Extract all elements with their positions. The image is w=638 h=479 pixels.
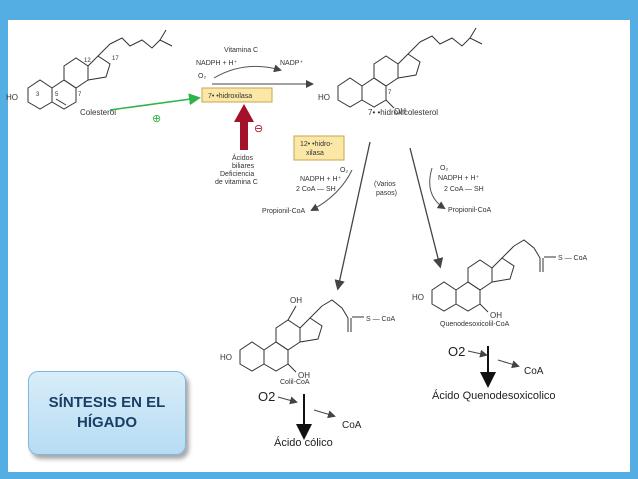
inhibitor-line-2: biliares (232, 163, 255, 170)
right-propionil: Propionil-CoA (448, 207, 492, 214)
enzyme-12-box (293, 135, 345, 161)
minus-sign: ⊖ (254, 123, 263, 135)
inhibitor-line-4: de vitamina C (215, 179, 258, 186)
quenodesoxicolil-structure (431, 239, 556, 313)
hydroxy-ring-7: 7 (388, 90, 392, 96)
hydroxycholesterol-label: 7• •hidroxicolesterol (368, 108, 438, 117)
left-propionil: Propionil-CoA (262, 208, 306, 215)
right-side-arrow (429, 167, 446, 210)
cholesterol-label: Colesterol (80, 108, 116, 117)
right-coa-plain: CoA (524, 366, 544, 377)
red-arrow-head (234, 104, 254, 122)
red-arrow-shaft (240, 122, 248, 150)
green-activation-arrow (109, 93, 201, 111)
right-o2: O₂ (440, 165, 448, 172)
left-o2-arrow (277, 396, 298, 405)
left-coa-plain: CoA (342, 420, 362, 431)
queno-oh: OH (490, 311, 502, 320)
left-o2: O₂ (340, 167, 348, 174)
colil-coa-group: S — CoA (366, 316, 396, 323)
acido-quenodesoxicolico-label: Ácido Quenodesoxicolico (432, 390, 556, 402)
plus-sign: ⊕ (152, 113, 161, 125)
colil-structure (239, 299, 364, 373)
ring-number-3: 3 (36, 92, 40, 98)
colil-oh-top: OH (290, 296, 302, 305)
colil-oh-bottom: OH (298, 371, 310, 380)
hydroxycholesterol-structure (337, 27, 483, 109)
enzyme-7-box (201, 87, 273, 103)
vitamin-c-label: Vitamina C (224, 47, 258, 54)
inhibitor-line-1: Ácidos (232, 153, 254, 162)
colil-ho: HO (220, 353, 232, 362)
hydroxy-oh: OH (394, 107, 406, 116)
right-nadph: NADPH + H⁺ (438, 175, 480, 182)
cholesterol-ho: HO (6, 93, 18, 102)
left-coa-arrow (313, 409, 336, 419)
nadp-label: NADP⁺ (280, 60, 303, 67)
ring-number-17: 17 (112, 56, 119, 62)
queno-ho: HO (412, 293, 424, 302)
quenodesoxicolil-label: Quenodesoxicolil-CoA (440, 321, 510, 328)
queno-coa-group: S — CoA (558, 255, 588, 262)
acido-colico-label: Ácido cólico (274, 437, 333, 449)
ring-number-5: 5 (55, 92, 59, 98)
right-coa-arrow (497, 359, 520, 369)
title-box: SÍNTESIS EN EL HÍGADO (28, 371, 186, 455)
ring-number-7: 7 (78, 92, 82, 98)
slide-title: SÍNTESIS EN EL HÍGADO (48, 394, 166, 431)
o2-top-label: O₂ (198, 73, 206, 80)
left-coa: 2 CoA — SH (296, 186, 336, 193)
right-o2-plain: O2 (448, 344, 465, 359)
hydroxy-ho: HO (318, 93, 330, 102)
left-main-arrow (334, 141, 371, 291)
enzyme-12-line-1: 12• •hidro- (300, 141, 333, 148)
varios-2: pasos) (376, 190, 397, 197)
right-o2-arrow (467, 349, 488, 358)
right-main-arrow (409, 147, 444, 269)
left-side-arrow (310, 169, 353, 211)
inhibitor-line-3: Deficiencia (220, 171, 254, 178)
right-coa: 2 CoA — SH (444, 186, 484, 193)
nadph-curve-arrow (213, 64, 282, 79)
nadph-label: NADPH + H⁺ (196, 60, 238, 67)
cholesterol-structure (27, 29, 173, 110)
ring-number-12: 12 (84, 58, 91, 64)
enzyme-7-label: 7• •hidroxilasa (208, 93, 252, 100)
left-o2-plain: O2 (258, 389, 275, 404)
colil-label: Colil-CoA (280, 379, 310, 386)
left-nadph: NADPH + H⁺ (300, 176, 342, 183)
varios-1: (Varios (374, 181, 396, 188)
enzyme-12-line-2: xilasa (306, 150, 324, 157)
